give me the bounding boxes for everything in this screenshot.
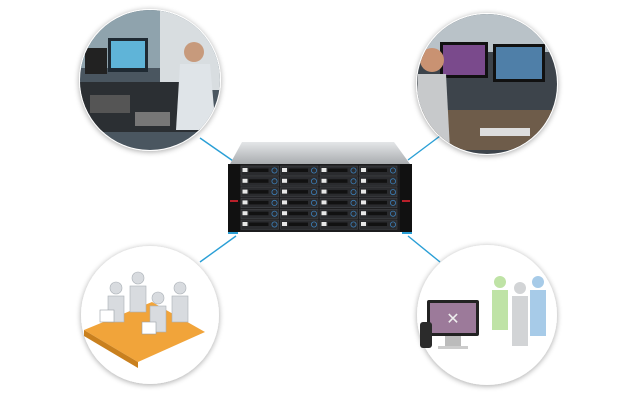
connector-top-right [407, 135, 441, 161]
mac-users-icon: ✕ [417, 245, 557, 385]
connector-lines [199, 135, 441, 263]
drive-bay [280, 208, 319, 219]
drive-bay [359, 165, 398, 176]
drive-bay [240, 208, 279, 219]
drive-bay [240, 198, 279, 208]
drive-bay [359, 208, 398, 219]
drive-bay [359, 219, 398, 230]
drive-bay [319, 165, 358, 176]
drive-bay [319, 176, 358, 187]
connector-top-left [199, 137, 237, 164]
drive-bay [280, 219, 319, 230]
connector-bottom-right [407, 235, 441, 263]
storage-server-icon [228, 142, 412, 234]
drive-bays [240, 165, 398, 230]
drive-bay [359, 187, 398, 198]
drive-bay [240, 165, 279, 176]
drive-bay [280, 165, 319, 176]
drive-bay [240, 187, 279, 198]
drive-bay [319, 187, 358, 198]
drive-bay [319, 198, 358, 208]
drive-bay [319, 219, 358, 230]
drive-bay [280, 176, 319, 187]
connector-bottom-left [199, 235, 237, 263]
drive-bay [359, 198, 398, 208]
office-users-icon [81, 246, 219, 384]
svg-text:✕: ✕ [446, 309, 459, 328]
drive-bay [359, 176, 398, 187]
drive-bay [319, 208, 358, 219]
drive-bay [280, 198, 319, 208]
drive-bay [240, 219, 279, 230]
drive-bay [240, 176, 279, 187]
dual-monitor-icon [416, 13, 558, 155]
drive-bay [280, 187, 319, 198]
video-editing-icon [79, 9, 221, 151]
